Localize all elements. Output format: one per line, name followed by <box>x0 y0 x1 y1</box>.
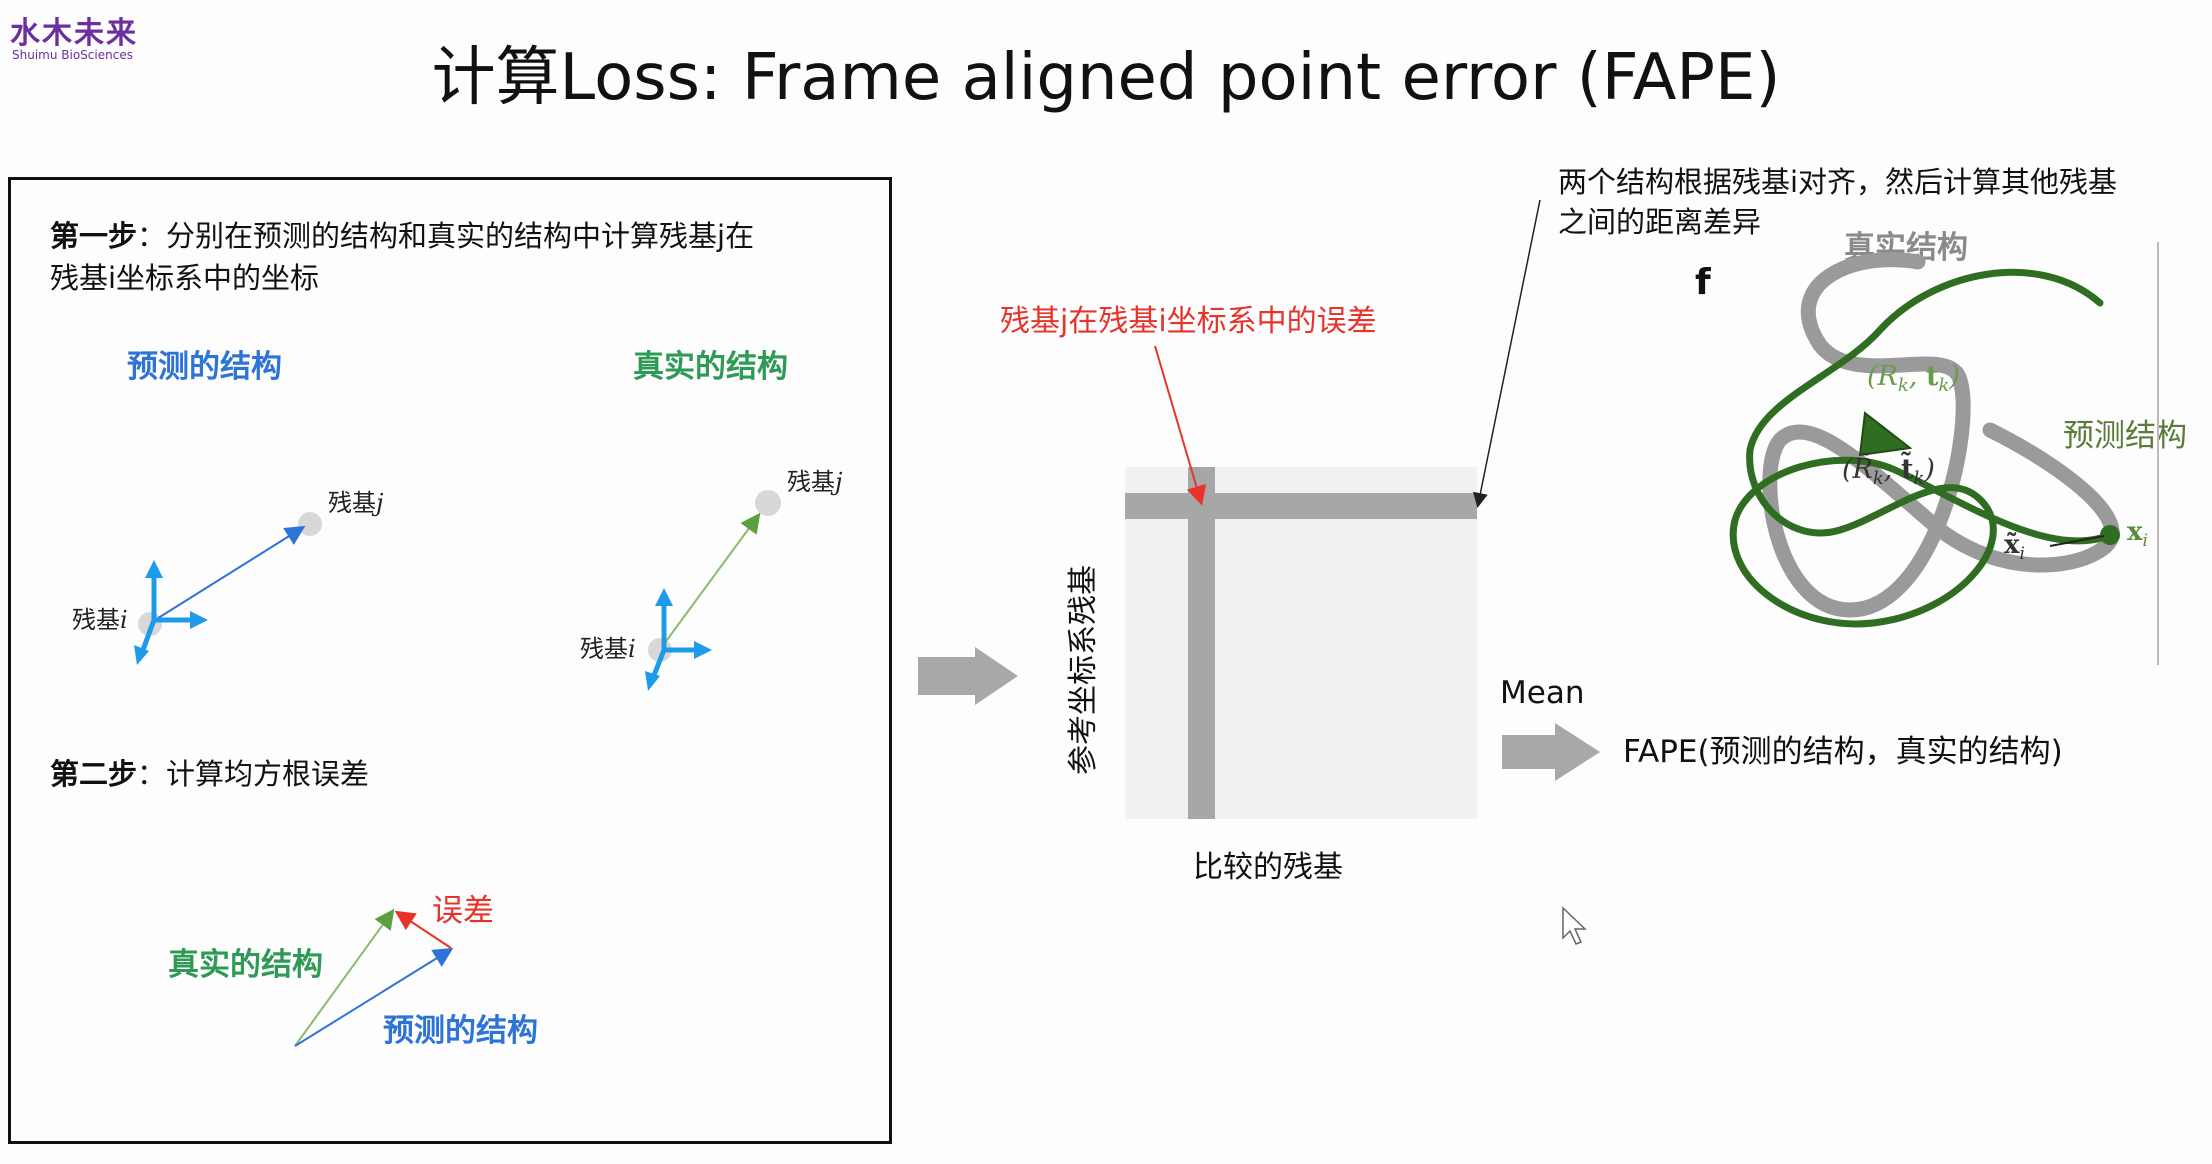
frame-triangle-icon <box>1858 411 1913 457</box>
point-true-label: x̃i <box>2004 530 2025 564</box>
pred-vector-i-to-j <box>154 525 306 621</box>
steps-panel <box>8 177 892 1144</box>
panel-letter: f <box>1695 262 1711 303</box>
pred-residue-j-label: 残基j <box>328 489 384 517</box>
pred-residue-i-label: 残基i <box>72 606 128 634</box>
predicted-vector <box>294 947 454 1047</box>
error-label: 误差 <box>432 893 494 929</box>
big-arrow-right-1 <box>918 647 1018 705</box>
step2-text: ：计算均方根误差 <box>137 757 370 791</box>
true-residue-i-label: 残基i <box>580 635 636 663</box>
fape-formula: FAPE(预测的结构，真实的结构) <box>1623 734 2063 770</box>
predicted-structure-heading: 预测的结构 <box>127 349 282 385</box>
mouse-cursor-icon <box>1562 906 1587 945</box>
frame-true-label: (R̃k, t̃k) <box>1842 450 1935 489</box>
step1-text: ：分别在预测的结构和真实的结构中计算残基j在 <box>137 219 755 253</box>
step2-label: 第二步 <box>50 757 138 791</box>
true-structure-heading: 真实的结构 <box>633 349 788 385</box>
matrix-x-label: 比较的残基 <box>1193 850 1343 885</box>
predicted-structure-label: 预测结构 <box>2063 418 2187 454</box>
predicted-structure-backbone <box>1729 268 2114 628</box>
error-predicted-structure-label: 预测的结构 <box>383 1013 538 1049</box>
alignment-note: 两个结构根据残基i对齐，然后计算其他残基之间的距离差异 <box>1558 165 2118 239</box>
error-vector-diagram <box>294 908 454 1047</box>
true-residue-j-dot <box>755 490 781 516</box>
predicted-frame-diagram <box>134 512 322 665</box>
matrix-background <box>1125 467 1477 819</box>
structure-alignment-figure <box>1729 242 2159 665</box>
true-residue-j-label: 残基j <box>787 468 843 496</box>
error-pointer-arrow <box>1154 345 1207 506</box>
logo-text: 水木未来 <box>10 16 138 51</box>
point-pred-label: xi <box>2127 517 2148 551</box>
logo-subtext: Shuimu BioSciences <box>12 48 133 62</box>
matrix-row-highlight <box>1125 493 1477 519</box>
matrix-error-label: 残基j在残基i坐标系中的误差 <box>1000 304 1377 339</box>
error-vector <box>394 910 452 949</box>
frame-pred-label: (Rk, tk) <box>1867 361 1960 396</box>
true-structure-backbone <box>1762 252 2120 618</box>
matrix-column-highlight <box>1188 467 1215 819</box>
true-vector-i-to-j <box>663 512 761 645</box>
true-frame-diagram <box>645 490 781 691</box>
step1-line2: 残基i坐标系中的坐标 <box>50 261 320 295</box>
point-distance-line <box>2049 535 2105 547</box>
slide-title: 计算Loss: Frame aligned point error (FAPE) <box>431 41 1781 115</box>
step2-line: 第二步：计算均方根误差 <box>50 753 369 795</box>
predicted-point-dot <box>2100 525 2120 545</box>
mean-label: Mean <box>1500 675 1585 711</box>
error-matrix <box>1125 199 1541 819</box>
pred-residue-j-dot <box>298 512 322 536</box>
alignment-pointer-arrow <box>1473 199 1541 508</box>
step1-line1: 第一步：分别在预测的结构和真实的结构中计算残基j在 <box>50 215 754 257</box>
big-arrow-right-2 <box>1502 723 1600 781</box>
error-true-structure-label: 真实的结构 <box>168 947 323 983</box>
true-vector <box>294 908 395 1047</box>
step1-label: 第一步 <box>50 219 138 253</box>
